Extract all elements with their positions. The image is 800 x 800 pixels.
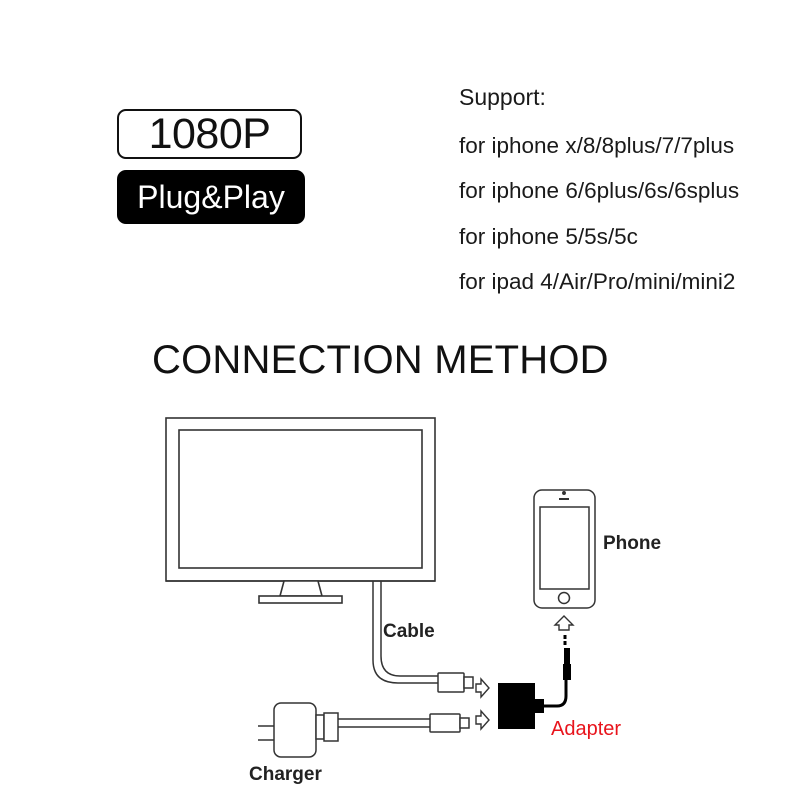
support-line-iphone-5: for iphone 5/5s/5c: [459, 224, 638, 249]
plug-and-play-badge-text: Plug&Play: [137, 179, 285, 215]
charger-label: Charger: [249, 764, 322, 785]
hollow-arrow-icon: [553, 615, 575, 631]
support-line-iphone-6: for iphone 6/6plus/6s/6splus: [459, 178, 740, 203]
hollow-arrow-icon: [475, 677, 490, 731]
hdmi-cable: [372, 581, 474, 693]
support-line-iphone-x: for iphone x/8/8plus/7/7plus: [459, 133, 735, 158]
phone-icon: [533, 489, 596, 609]
lightning-plug: [563, 635, 571, 680]
resolution-badge: 1080P: [117, 109, 302, 159]
section-title: CONNECTION METHOD: [152, 338, 609, 382]
adapter-label: Adapter: [551, 718, 621, 740]
cable-label: Cable: [383, 621, 435, 642]
support-line-ipad: for ipad 4/Air/Pro/mini/mini2: [459, 269, 736, 294]
phone-label: Phone: [603, 533, 661, 554]
charger-cable: [338, 713, 470, 733]
adapter-icon: [498, 680, 568, 729]
resolution-badge-text: 1080P: [148, 109, 271, 158]
charger-icon: [258, 702, 339, 758]
support-heading: Support:: [459, 84, 546, 110]
monitor-icon: [165, 417, 436, 604]
plug-and-play-badge: Plug&Play: [117, 170, 305, 224]
